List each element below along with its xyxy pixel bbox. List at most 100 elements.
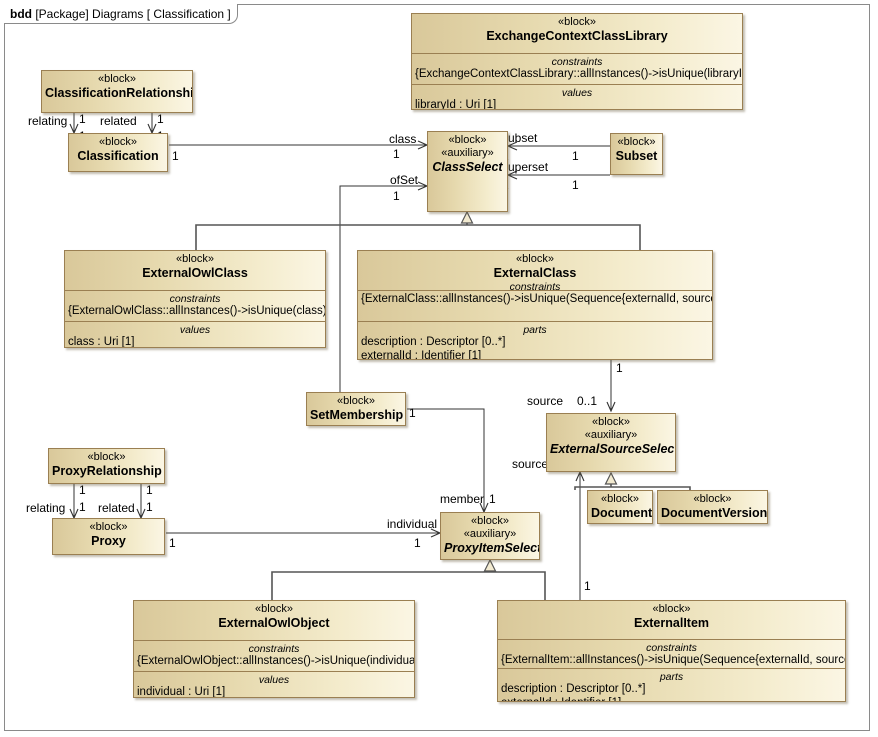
block-document-version[interactable]: «block» DocumentVersion [657,490,768,524]
block-name: ExternalOwlClass [142,266,248,280]
stereotype-label: «block» [617,136,656,148]
stereotype-label-auxiliary: «auxiliary» [441,147,494,159]
value-property: individual : Uri [1] [137,686,226,698]
edge-label-relating-pr-mult-tgt: 1 [79,500,86,514]
edge-label-subset-mult-src: 1 [572,149,579,163]
block-proxy-item-select[interactable]: «block» «auxiliary» ProxyItemSelect [440,512,540,560]
edge-label-related-pr-role: related [98,501,135,515]
block-classification[interactable]: «block» Classification [68,133,168,172]
edge-label-source-class-mult-tgt: 0..1 [577,394,598,408]
constraint-expression: {ExternalOwlObject::allInstances()->isUn… [137,655,415,667]
stereotype-label-auxiliary: «auxiliary» [584,429,638,441]
block-external-item[interactable]: «block» ExternalItem constraints {Extern… [497,600,846,702]
edge-label-relating-cr-role: relating [28,114,68,128]
constraint-expression: {ExternalItem::allInstances()->isUnique(… [501,654,846,666]
compartment-label-constraints: constraints [248,643,300,655]
block-exchange-context-class-library[interactable]: «block» ExchangeContextClassLibrary cons… [411,13,743,110]
stereotype-label: «block» [176,253,214,265]
edge-label-related-cr-role: related [100,114,137,128]
edge-label-relating-pr-role: relating [26,501,66,515]
block-name: ExternalItem [633,616,710,630]
part-property-2: externalId : Identifier [1] [361,349,482,360]
edge-label-related-pr-mult-tgt: 1 [146,500,153,514]
block-name: ProxyItemSelect [444,541,540,555]
stereotype-label: «block» [601,493,639,505]
constraint-expression: {ExternalClass::allInstances()->isUnique… [361,293,713,305]
block-name: ExternalSourceSelect [550,442,676,456]
compartment-label-constraints: constraints [646,642,697,654]
block-external-source-select[interactable]: «block» «auxiliary» ExternalSourceSelect [546,413,676,472]
diagram-frame-header: bdd [Package] Diagrams [ Classification … [4,4,238,24]
compartment-label-constraints: constraints [551,56,603,68]
compartment-label-parts: parts [659,671,684,683]
stereotype-label: «block» [471,515,509,527]
compartment-label-constraints-text: constraints [509,281,561,293]
stereotype-label: «block» [98,73,136,85]
edge-label-source-item-mult-src: 1 [584,579,591,593]
part-property-1: description : Descriptor [0..*] [361,336,506,348]
diagram-scope: [Package] Diagrams [35,7,144,21]
edge-label-individual-mult-src: 1 [169,536,176,550]
block-name: ClassificationRelationship [45,86,193,100]
stereotype-label: «block» [448,134,487,146]
stereotype-label: «block» [89,521,128,533]
edge-label-member-mult-src: 1 [409,406,416,420]
block-class-select[interactable]: «block» «auxiliary» ClassSelect [427,131,508,212]
compartment-label-values: values [561,87,593,99]
block-set-membership[interactable]: «block» SetMembership [306,392,406,426]
edge-label-related-pr-mult-src: 1 [146,483,153,497]
edge-label-source-class-role: source [527,394,564,408]
edge-label-ofSet-role: ofSet [390,173,419,187]
stereotype-label: «block» [558,16,596,28]
edge-label-superset-mult-src: 1 [572,178,579,192]
stereotype-label-auxiliary: «auxiliary» [463,528,517,540]
edge-label-relating-pr-mult-src: 1 [79,483,86,497]
value-property: libraryId : Uri [1] [415,99,497,110]
block-external-owl-class[interactable]: «block» ExternalOwlClass constraints {Ex… [64,250,326,348]
compartment-label-constraints: constraints [169,293,221,305]
block-external-class[interactable]: «block» ExternalClass constraints {Exter… [357,250,713,360]
compartment-label-values: values [179,324,211,336]
compartment-label-values: values [258,674,290,686]
part-property-2: externalId : Identifier [1] [501,697,842,702]
block-external-owl-object[interactable]: «block» ExternalOwlObject constraints {E… [133,600,415,698]
edge-label-source-item-role: source [512,457,549,471]
stereotype-label: «block» [516,253,554,265]
edge-label-member-role: member [440,492,485,506]
stereotype-label: «block» [87,451,126,463]
compartment-label-parts: parts [523,324,547,336]
block-proxy[interactable]: «block» Proxy [52,518,165,555]
block-name: SetMembership [310,408,404,422]
block-name: Classification [77,149,159,163]
diagram-name: [ Classification ] [146,7,231,21]
block-name: ProxyRelationship [52,464,162,478]
constraint-expression: {ExternalOwlClass::allInstances()->isUni… [68,305,326,317]
edge-label-member-mult-tgt: 1 [489,492,496,506]
block-name: Proxy [91,534,126,548]
block-proxy-relationship[interactable]: «block» ProxyRelationship [48,448,165,484]
constraint-expression: {ExchangeContextClassLibrary::allInstanc… [415,68,743,80]
block-document[interactable]: «block» Document [587,490,653,524]
edge-label-individual-role: individual [387,517,438,531]
block-classification-relationship[interactable]: «block» ClassificationRelationship [41,70,193,113]
stereotype-label: «block» [652,603,691,615]
block-name: ExchangeContextClassLibrary [486,29,668,43]
block-name: ExternalClass [493,266,577,280]
block-name: ExternalOwlObject [218,616,330,630]
edge-label-superset-role: superset [502,160,549,174]
block-name: ClassSelect [432,160,503,174]
edge-label-related-cr-mult-src: 1 [157,112,164,126]
edge-label-class-role: class [389,132,417,146]
value-property: class : Uri [1] [68,336,135,348]
stereotype-label: «block» [693,493,732,505]
block-name: DocumentVersion [661,506,768,520]
edge-label-source-class-mult-src: 1 [616,361,623,375]
block-name: Subset [615,149,658,163]
edge-label-subset-role: subset [502,131,538,145]
diagram-kind: bdd [10,7,32,21]
block-subset[interactable]: «block» Subset [610,133,663,175]
part-property-1: description : Descriptor [0..*] [501,683,646,695]
edge-label-individual-mult-tgt: 1 [414,536,421,550]
edge-label-class-mult-src: 1 [172,149,179,163]
